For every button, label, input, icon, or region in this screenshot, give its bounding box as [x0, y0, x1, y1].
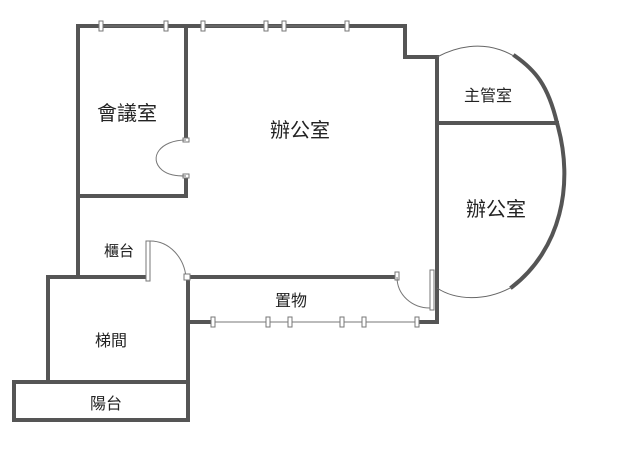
- window-tick: [361, 316, 367, 328]
- window-tick: [287, 316, 293, 328]
- wall-stairs: [46, 275, 190, 384]
- window-tick: [344, 20, 350, 32]
- wall-meeting-bottom: [76, 174, 188, 198]
- curved-wall: [436, 45, 567, 299]
- window-tick: [414, 316, 420, 328]
- label-storage: 置物: [275, 291, 307, 310]
- wall-office-right: [416, 55, 439, 324]
- door-meeting-room: [155, 137, 190, 179]
- label-stairs: 梯間: [95, 331, 127, 350]
- label-balcony: 陽台: [90, 394, 122, 413]
- wall-balcony: [12, 380, 190, 422]
- door-counter: [145, 240, 191, 282]
- wall-office-top: [184, 24, 439, 59]
- label-office-main: 辦公室: [270, 118, 330, 142]
- window-tick: [263, 20, 269, 32]
- window-tick: [339, 316, 345, 328]
- doors: [145, 137, 435, 311]
- window-tick: [265, 316, 271, 328]
- curve-office-wall: [509, 120, 567, 290]
- window-tick: [163, 20, 169, 32]
- door-storage: [394, 269, 435, 311]
- curve-manager-wall: [512, 53, 560, 126]
- label-counter: 櫃台: [104, 242, 134, 260]
- windows-storage: [210, 316, 420, 328]
- label-office-side: 辦公室: [466, 197, 526, 221]
- window-tick: [200, 20, 206, 32]
- window-tick: [98, 20, 104, 32]
- label-meeting-room: 會議室: [97, 101, 157, 125]
- room-labels: 會議室 辦公室 主管室 辦公室 櫃台 置物 梯間 陽台: [90, 86, 526, 413]
- windows-top: [98, 20, 350, 32]
- label-manager-room: 主管室: [464, 86, 512, 105]
- window-tick: [210, 316, 216, 328]
- curve-office-thin: [436, 286, 513, 299]
- window-tick: [281, 20, 287, 32]
